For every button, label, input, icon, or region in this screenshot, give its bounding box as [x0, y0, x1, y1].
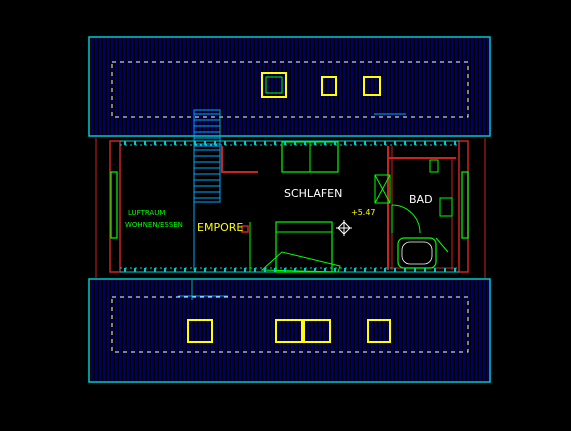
skylight-top-2 [321, 76, 337, 96]
window-left [110, 171, 118, 239]
wall-right [458, 140, 469, 273]
toilet [429, 159, 439, 173]
roof-bottom-dashed-line [111, 296, 469, 353]
roof-bottom-outline [88, 278, 491, 383]
door-bad [391, 204, 421, 234]
label-empore: EMPORE [197, 221, 243, 234]
marker [241, 225, 249, 233]
skylight-bottom-2 [275, 319, 303, 343]
staircase [193, 109, 221, 270]
wall-left [109, 140, 121, 273]
wall-stair [221, 146, 258, 173]
skylight-bottom-3 [303, 319, 331, 343]
label-schlafen: SCHLAFEN [284, 187, 342, 200]
window-right [461, 171, 469, 239]
label-level: +5.47 [351, 208, 376, 217]
skylight-bottom-4 [367, 319, 391, 343]
roof-bottom-hatching [91, 280, 489, 381]
level-marker-icon [336, 220, 352, 236]
shelf [374, 174, 391, 204]
roof-top-outline [88, 36, 491, 137]
skylight-bottom-1 [187, 319, 213, 343]
skylight-top-3 [363, 76, 381, 96]
label-bad: BAD [409, 193, 433, 206]
sink [439, 197, 453, 217]
bathtub [397, 237, 437, 269]
label-luftraum-1: LUFTRAUM [128, 209, 165, 217]
label-luftraum-2: WOHNEN/ESSEN [125, 221, 183, 229]
roof-top-dashed-line [111, 61, 469, 118]
skylight-top-1 [261, 72, 287, 98]
bed [275, 221, 333, 273]
roof-top [88, 36, 491, 137]
roof-top-hatching [91, 38, 489, 135]
upper-floor: SCHLAFEN BAD EMPORE LUFTRAUM WOHNEN/ESSE… [95, 109, 486, 278]
roof-bottom [88, 278, 491, 383]
